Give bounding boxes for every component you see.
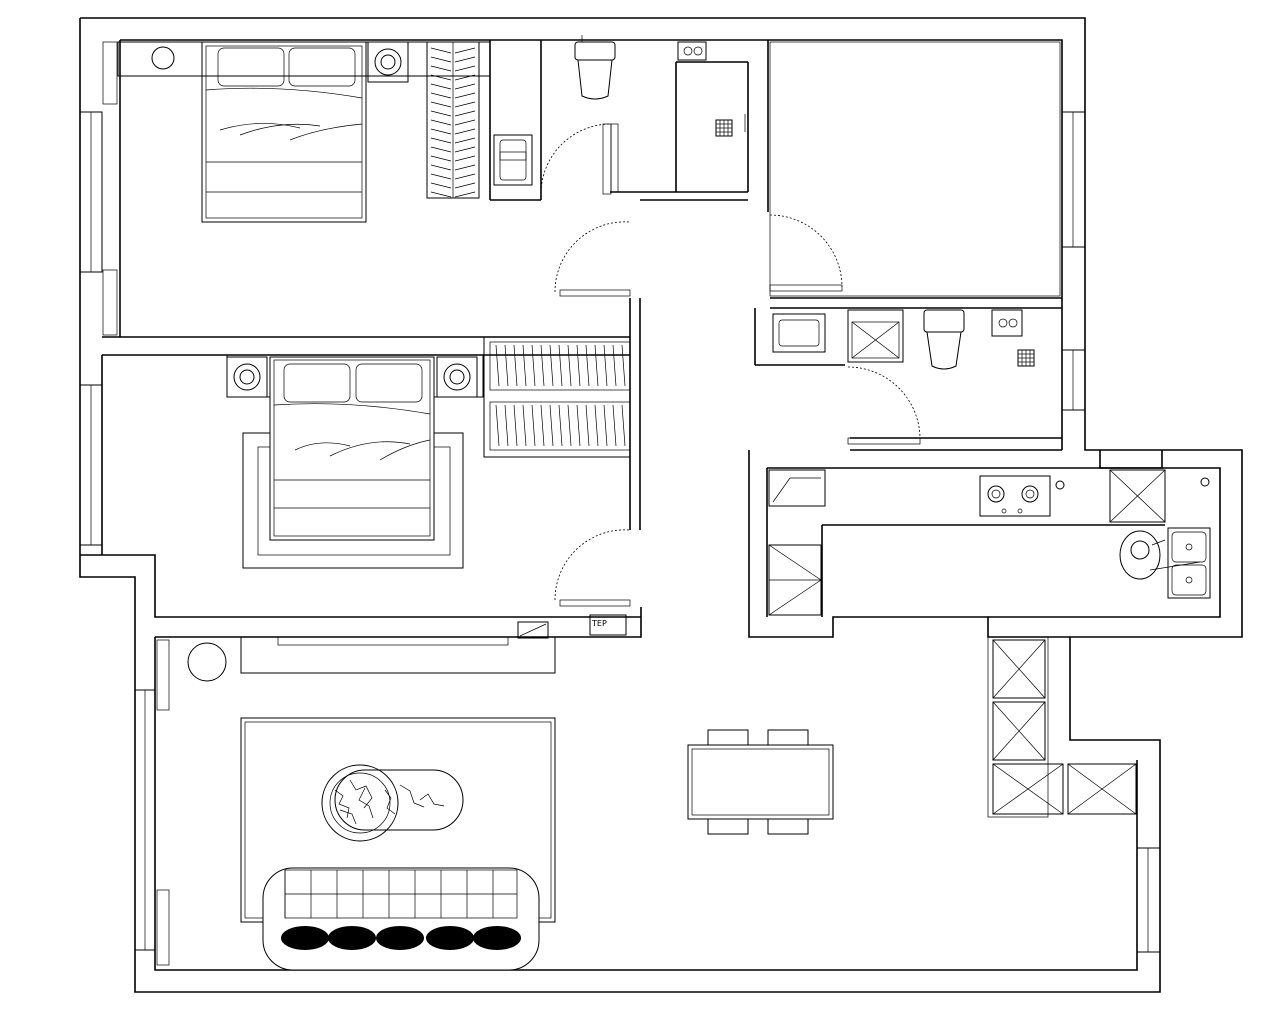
gas-stove — [979, 475, 1051, 517]
partition-walls — [489, 40, 1221, 638]
bedroom-2 — [226, 336, 631, 569]
chair — [767, 818, 809, 835]
cabinet — [1109, 469, 1166, 523]
windows — [79, 111, 1161, 953]
washing-machine — [847, 309, 904, 363]
kitchen-appliance — [768, 469, 826, 507]
electric-box — [517, 621, 549, 639]
dining-area — [687, 729, 834, 835]
wardrobe-2 — [483, 336, 631, 458]
cabinet — [1067, 763, 1137, 815]
double-bed — [201, 41, 367, 223]
chair — [707, 818, 749, 835]
outer-walls — [79, 17, 1243, 993]
sink-2 — [772, 313, 826, 353]
person-figure — [1119, 530, 1201, 580]
doors — [540, 123, 921, 607]
dining-table — [687, 744, 834, 820]
cabinet — [992, 701, 1046, 761]
toilet-2 — [923, 309, 965, 333]
bathroom-1 — [493, 35, 746, 195]
bedroom-1 — [117, 41, 491, 223]
cabinet — [992, 639, 1046, 699]
double-bed-2 — [269, 356, 435, 541]
kitchen-sink — [1167, 527, 1211, 599]
bedroom-3 — [769, 41, 1061, 297]
sofa — [262, 867, 540, 971]
toilet — [574, 41, 616, 61]
kitchen — [768, 469, 1211, 818]
bathroom-2 — [772, 309, 1035, 370]
coffee-table — [334, 769, 464, 831]
chair — [707, 729, 749, 746]
sink — [493, 134, 533, 186]
chair — [767, 729, 809, 746]
plant-pot — [187, 642, 227, 682]
elec-box-label: TEP — [591, 619, 607, 628]
curtains — [102, 41, 170, 966]
living-room: TEP — [187, 614, 627, 971]
cabinet — [992, 763, 1064, 815]
